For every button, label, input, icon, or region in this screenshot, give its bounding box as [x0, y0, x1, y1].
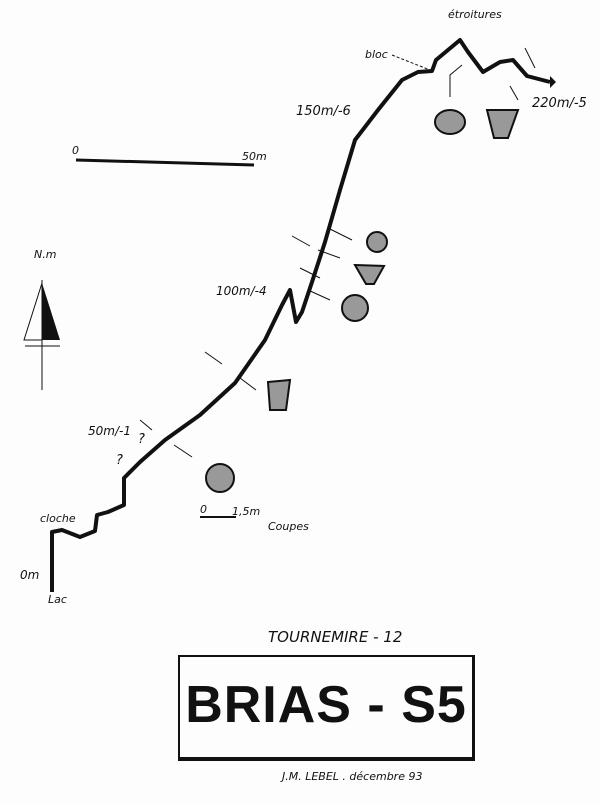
- label-station-220: 220m/-5: [532, 96, 587, 111]
- label-station-0: 0m: [20, 568, 40, 582]
- section-scale-start: 0: [200, 503, 207, 516]
- title-box: BRIAS - S5: [178, 655, 475, 761]
- cross-sections: [205, 109, 520, 493]
- label-etroitures: étroitures: [448, 8, 502, 21]
- section-scale-caption: Coupes: [268, 520, 309, 533]
- scale-bar-start: 0: [72, 144, 79, 157]
- scale-bar-end: 50m: [242, 150, 267, 163]
- label-north: N.m: [34, 248, 57, 261]
- region-label: TOURNEMIRE - 12: [268, 628, 403, 646]
- label-question-1: ?: [116, 453, 123, 468]
- author-date: J.M. LEBEL . décembre 93: [282, 770, 423, 783]
- label-station-50: 50m/-1: [88, 424, 131, 438]
- label-bloc: bloc: [365, 48, 388, 61]
- scale-bar-line: [75, 158, 255, 167]
- north-arrow-icon: [23, 280, 60, 390]
- section-ticks: [139, 47, 536, 458]
- cave-passage: [50, 38, 551, 592]
- bloc-pointer: [391, 54, 431, 71]
- cave-name: BRIAS - S5: [185, 676, 467, 734]
- label-station-100: 100m/-4: [216, 284, 267, 298]
- section-scale-end: 1,5m: [232, 505, 261, 518]
- passage-end-arrow: [550, 76, 556, 88]
- label-cloche: cloche: [40, 512, 76, 525]
- label-station-150: 150m/-6: [296, 104, 351, 119]
- label-question-2: ?: [138, 432, 145, 447]
- label-lac: Lac: [48, 593, 67, 606]
